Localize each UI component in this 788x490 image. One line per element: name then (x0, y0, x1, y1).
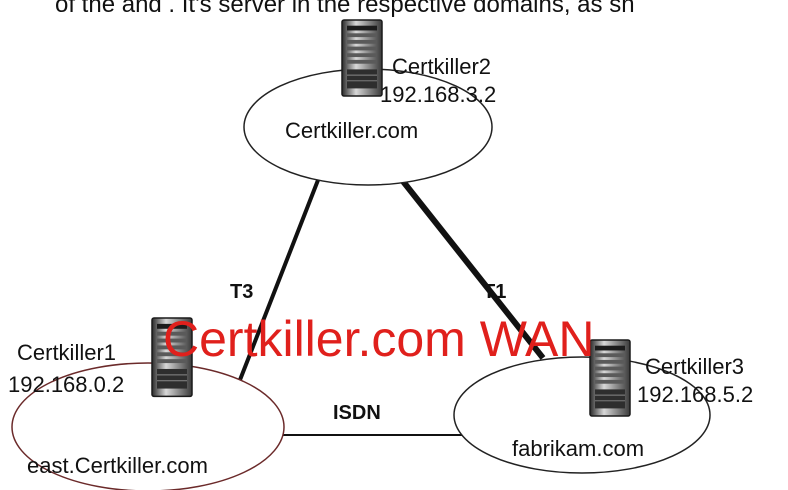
link-top-left (236, 174, 322, 386)
server-name-top: Certkiller2 (392, 54, 491, 79)
domain-label-top: Certkiller.com (285, 118, 418, 143)
link-label-t1: T1 (483, 281, 506, 303)
server-ip-right: 192.168.5.2 (637, 382, 753, 407)
link-label-t3: T3 (230, 281, 253, 303)
server-name-left: Certkiller1 (17, 340, 116, 365)
server-ip-top: 192.168.3.2 (380, 82, 496, 107)
link-top-right (395, 173, 546, 360)
domain-label-left: east.Certkiller.com (27, 453, 208, 478)
domain-ellipse-right (453, 356, 711, 474)
server-tower-icon (589, 339, 631, 417)
server-name-right: Certkiller3 (645, 354, 744, 379)
domain-label-right: fabrikam.com (512, 436, 644, 461)
domain-ellipse-left (11, 362, 285, 490)
server-ip-left: 192.168.0.2 (8, 372, 124, 397)
server-tower-icon (341, 19, 383, 97)
watermark-text: Certkiller.com WAN (163, 311, 595, 367)
link-label-isdn: ISDN (333, 402, 381, 424)
caption-fragment: of the and . It's server in the respecti… (55, 0, 635, 18)
